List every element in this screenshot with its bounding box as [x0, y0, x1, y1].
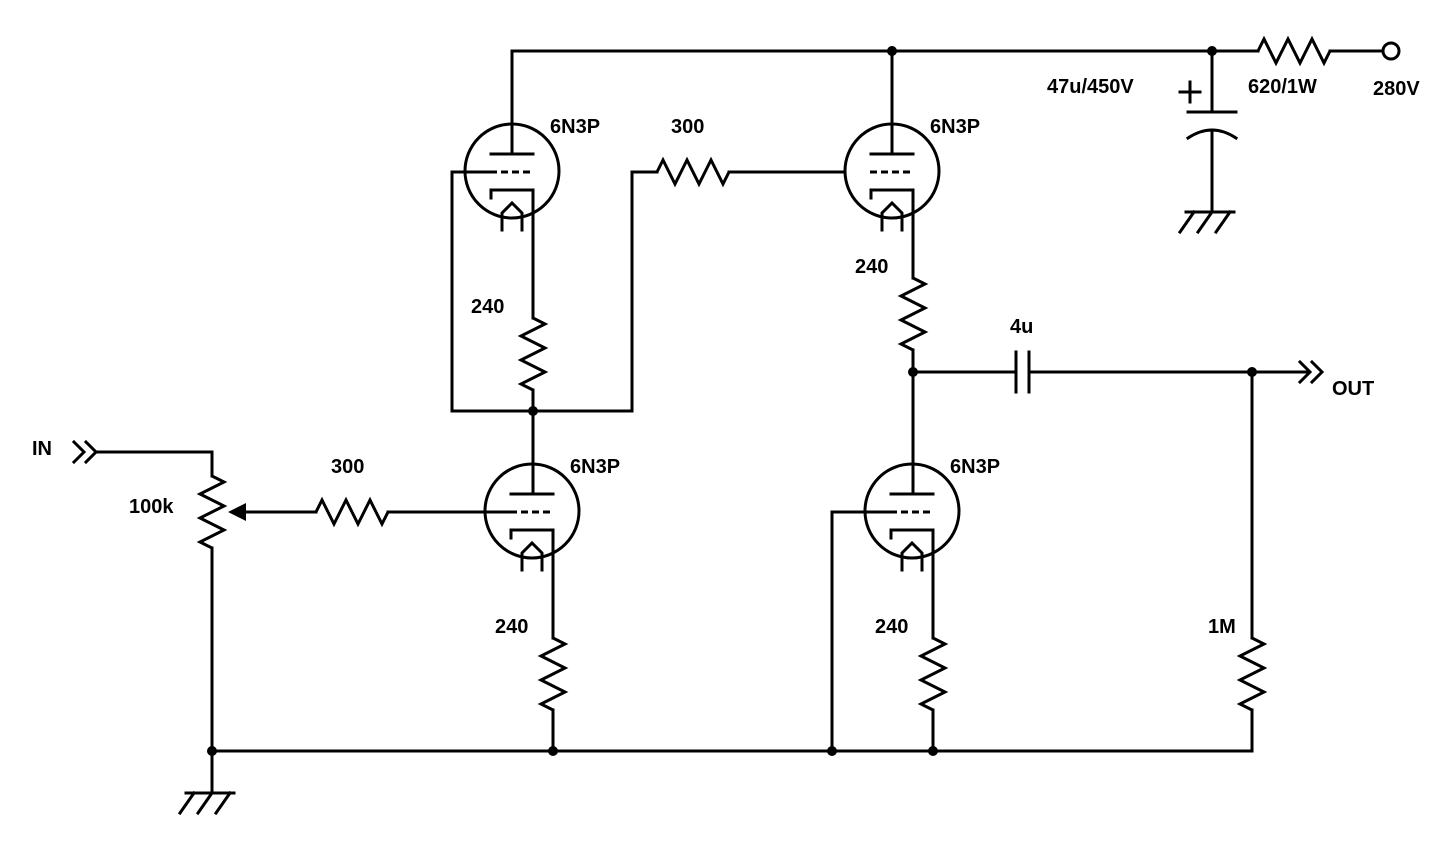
tube-lower-left — [483, 460, 581, 640]
resistor-label: 300 — [331, 456, 364, 478]
resistor-240-lower-right — [917, 636, 949, 712]
resistor-label: 240 — [495, 616, 528, 638]
resistor-1M — [1236, 636, 1268, 712]
resistor-240-lower-left — [537, 636, 569, 712]
tube-label: 6N3P — [930, 116, 980, 138]
ground-symbol — [1177, 209, 1236, 235]
output-label: OUT — [1332, 378, 1374, 400]
junction-dot — [827, 746, 837, 756]
wire — [450, 170, 659, 413]
supply-voltage-label: 280V — [1373, 78, 1420, 100]
resistor-label: 240 — [875, 616, 908, 638]
potentiometer-100k — [196, 474, 228, 550]
tube-lower-right — [830, 460, 961, 640]
resistor-300-input — [314, 496, 390, 528]
capacitor-label: 4u — [1010, 316, 1033, 338]
resistor-240-upper-right — [897, 276, 929, 352]
junction-dot — [528, 406, 538, 416]
supply-terminal — [1381, 41, 1401, 61]
resistor-label: 300 — [671, 116, 704, 138]
ground-symbol — [177, 790, 236, 816]
filter-cap-label: 47u/450V — [1047, 76, 1134, 98]
junction-dot — [928, 746, 938, 756]
supply-resistor-label: 620/1W — [1248, 76, 1317, 98]
resistor-label: 240 — [855, 256, 888, 278]
resistor-300-upper — [655, 156, 731, 188]
tube-upper-right — [843, 122, 941, 280]
resistor-label: 240 — [471, 296, 504, 318]
wire — [94, 450, 214, 478]
input-arrow-icon — [71, 439, 99, 465]
output-arrow-icon — [1297, 359, 1325, 385]
tube-label: 6N3P — [570, 456, 620, 478]
junction-dot — [548, 746, 558, 756]
resistor-label: 1M — [1208, 616, 1236, 638]
pot-label: 100k — [129, 496, 174, 518]
tube-label: 6N3P — [950, 456, 1000, 478]
tube-upper-left — [450, 122, 561, 320]
resistor-620 — [1256, 35, 1332, 67]
tube-label: 6N3P — [550, 116, 600, 138]
filter-capacitor — [1178, 49, 1239, 214]
input-label: IN — [32, 438, 52, 460]
output-capacitor — [911, 350, 1310, 394]
resistor-240-upper-left — [517, 316, 549, 392]
supply-rail — [510, 49, 1385, 126]
junction-dot — [887, 46, 897, 56]
wiper-arrow-icon — [228, 503, 246, 521]
